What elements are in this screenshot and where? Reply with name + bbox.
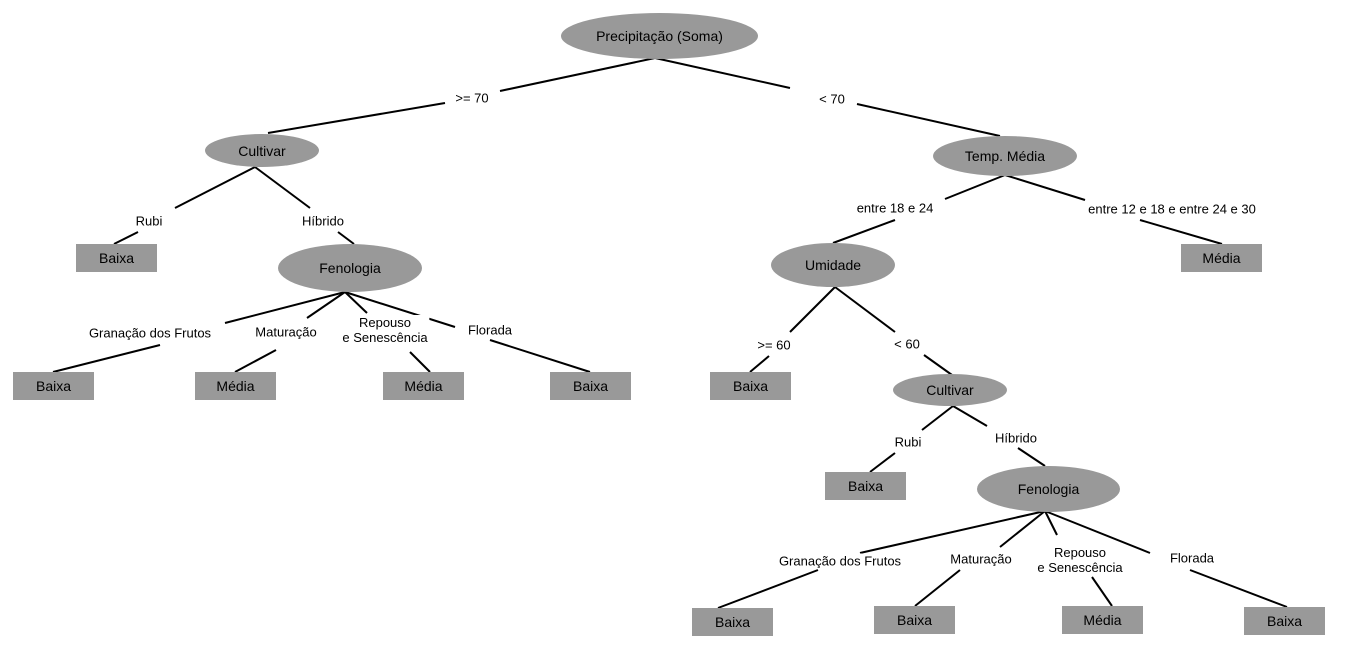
edge-line bbox=[856, 103, 1001, 137]
fenologia-right-node: Fenologia bbox=[977, 466, 1120, 512]
edge-line bbox=[409, 351, 431, 373]
leaf-right-maturacao: Baixa bbox=[874, 606, 955, 634]
edge-label-hibrido-right: Híbrido bbox=[993, 430, 1039, 446]
edge-label-repouso-line1: Repouso bbox=[358, 315, 412, 330]
edge-line bbox=[1189, 569, 1288, 608]
umidade-node: Umidade bbox=[771, 243, 895, 287]
edge-line bbox=[834, 286, 896, 333]
edge-line bbox=[234, 349, 277, 373]
leaf-left-florada: Baixa bbox=[550, 372, 631, 400]
leaf-rubi-right: Baixa bbox=[825, 472, 906, 500]
fenologia-left-node: Fenologia bbox=[278, 244, 422, 292]
leaf-rubi-left: Baixa bbox=[76, 244, 157, 272]
edge-line bbox=[174, 166, 256, 209]
edge-line bbox=[1044, 510, 1151, 554]
edge-line bbox=[944, 174, 1006, 200]
edge-line bbox=[789, 286, 836, 333]
edge-line bbox=[749, 355, 770, 373]
edge-label-florada-right: Florada bbox=[1167, 550, 1217, 566]
leaf-right-granacao: Baixa bbox=[692, 608, 773, 636]
edge-line bbox=[52, 344, 161, 373]
edge-line bbox=[344, 291, 368, 314]
edge-line bbox=[224, 291, 346, 324]
leaf-umidade-ge60: Baixa bbox=[710, 372, 791, 400]
edge-line bbox=[921, 405, 954, 431]
leaf-temp-other: Média bbox=[1181, 244, 1262, 272]
leaf-right-repouso: Média bbox=[1062, 606, 1143, 634]
edge-line bbox=[113, 231, 139, 245]
edge-label-maturacao-left: Maturação bbox=[253, 324, 319, 340]
edge-label-umidade-ge60: >= 60 bbox=[755, 337, 793, 353]
edge-label-hibrido-left: Híbrido bbox=[300, 213, 346, 229]
edge-line bbox=[654, 57, 791, 89]
edge-line bbox=[306, 291, 346, 319]
root-node: Precipitação (Soma) bbox=[561, 13, 758, 59]
cultivar-left-node: Cultivar bbox=[205, 134, 319, 167]
edge-label-rubi-left: Rubi bbox=[133, 213, 165, 229]
edge-label-lt70: < 70 bbox=[817, 91, 847, 107]
edge-label-granacao-right: Granação dos Frutos bbox=[776, 553, 904, 569]
edge-line bbox=[254, 166, 311, 209]
edge-label-granacao-left: Granação dos Frutos bbox=[86, 325, 214, 341]
edge-line bbox=[1139, 219, 1223, 245]
edge-label-temp-18-24: entre 18 e 24 bbox=[854, 200, 936, 216]
edge-line bbox=[1044, 510, 1058, 536]
edge-label-repouso-line2: e Senescência bbox=[342, 330, 428, 345]
temp-media-node: Temp. Média bbox=[933, 136, 1077, 176]
edge-line bbox=[337, 231, 355, 245]
leaf-left-maturacao: Média bbox=[195, 372, 276, 400]
edge-label-ge70: >= 70 bbox=[453, 90, 491, 106]
edge-line bbox=[923, 354, 953, 376]
edge-label-temp-other: entre 12 e 18 e entre 24 e 30 bbox=[1086, 201, 1258, 217]
edge-line bbox=[914, 569, 961, 607]
edge-line bbox=[344, 291, 456, 328]
edge-line bbox=[499, 57, 656, 92]
edge-line bbox=[832, 219, 896, 244]
leaf-right-florada: Baixa bbox=[1244, 607, 1325, 635]
edge-line bbox=[869, 452, 896, 473]
edge-line bbox=[999, 510, 1046, 548]
cultivar-right-node: Cultivar bbox=[893, 374, 1007, 406]
leaf-left-repouso: Média bbox=[383, 372, 464, 400]
edge-line bbox=[1017, 447, 1046, 467]
edge-line bbox=[859, 510, 1046, 554]
edge-label-repouso-line1: Repouso bbox=[1053, 545, 1107, 560]
edge-label-repouso-line2: e Senescência bbox=[1037, 560, 1123, 575]
edge-label-rubi-right: Rubi bbox=[892, 434, 924, 450]
edge-line bbox=[1004, 174, 1086, 201]
edge-label-umidade-lt60: < 60 bbox=[892, 336, 922, 352]
edge-label-maturacao-right: Maturação bbox=[948, 551, 1014, 567]
edge-line bbox=[267, 102, 446, 134]
leaf-left-granacao: Baixa bbox=[13, 372, 94, 400]
edge-line bbox=[1091, 576, 1113, 607]
edge-line bbox=[717, 569, 819, 609]
edge-line bbox=[952, 405, 988, 427]
edge-label-florada-left: Florada bbox=[465, 322, 515, 338]
edge-line bbox=[489, 339, 591, 373]
